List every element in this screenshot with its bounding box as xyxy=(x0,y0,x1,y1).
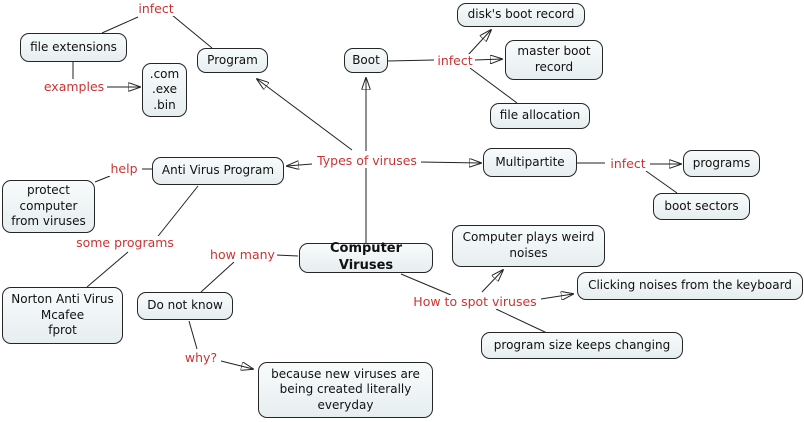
node-file-allocation[interactable]: file allocation xyxy=(490,103,590,129)
link-label-infect-program[interactable]: infect xyxy=(135,2,177,16)
node-file-extensions[interactable]: file extensions xyxy=(20,33,127,62)
node-do-not-know[interactable]: Do not know xyxy=(137,292,233,320)
edge-arrow-infect-to-master-boot-record xyxy=(474,59,502,60)
node-boot[interactable]: Boot xyxy=(344,48,388,73)
node-anti-virus-program[interactable]: Anti Virus Program xyxy=(152,157,284,185)
link-label-examples[interactable]: examples xyxy=(41,80,107,94)
edge-line-infect-to-file-allocation xyxy=(469,67,518,104)
node-program-size[interactable]: program size keeps changing xyxy=(481,332,683,359)
node-programs[interactable]: programs xyxy=(683,150,760,177)
edge-line-do-not-know-to-why xyxy=(188,320,198,350)
node-norton-mcafee[interactable]: Norton Anti Virus Mcafee fprot xyxy=(2,287,123,344)
edge-arrow-spot-to-clicking-noises xyxy=(540,294,573,299)
edge-line-boot-to-infect xyxy=(387,59,435,62)
edge-line-anti-virus-to-some-programs xyxy=(154,185,199,241)
edge-arrow-types-to-program xyxy=(257,79,353,151)
edge-arrow-why-to-because xyxy=(220,360,253,369)
edge-line-how-many-to-do-not-know xyxy=(200,261,235,293)
link-label-infect-boot[interactable]: infect xyxy=(435,54,475,68)
edge-arrow-types-to-multipartite xyxy=(419,162,481,163)
node-multipartite[interactable]: Multipartite xyxy=(483,148,577,177)
link-label-how-to-spot-viruses[interactable]: How to spot viruses xyxy=(409,295,541,309)
edge-line-how-many-to-computer-viruses xyxy=(275,254,299,257)
edge-line-computer-viruses-to-spot xyxy=(400,273,452,296)
node-computer-viruses[interactable]: Computer Viruses xyxy=(299,241,433,273)
edge-arrow-types-to-anti-virus xyxy=(287,164,313,166)
node-program[interactable]: Program xyxy=(197,48,268,73)
link-label-infect-multipartite[interactable]: infect xyxy=(606,157,650,171)
edge-line-infect-to-boot-sectors xyxy=(645,170,678,194)
node-clicking-noises[interactable]: Clicking noises from the keyboard xyxy=(577,272,803,300)
edge-line-spot-to-program-size xyxy=(495,308,548,334)
link-label-help[interactable]: help xyxy=(106,162,142,176)
edge-arrow-infect-to-disks-boot-record xyxy=(467,30,491,56)
edge-arrow-spot-to-weird-noises xyxy=(481,270,503,293)
node-boot-sectors[interactable]: boot sectors xyxy=(653,193,750,220)
node-because-new[interactable]: because new viruses are being created li… xyxy=(258,362,433,418)
link-label-types-of-viruses[interactable]: Types of viruses xyxy=(313,154,421,168)
edge-line-infect-to-program xyxy=(171,14,213,49)
link-label-how-many[interactable]: how many xyxy=(208,248,277,262)
link-label-why[interactable]: why? xyxy=(181,351,221,365)
edge-line-some-programs-to-norton xyxy=(86,251,129,288)
node-protect-computer[interactable]: protect computer from viruses xyxy=(2,180,95,233)
node-plays-weird-noises[interactable]: Computer plays weird noises xyxy=(452,225,605,267)
link-label-some-programs[interactable]: some programs xyxy=(74,236,176,250)
node-master-boot-record[interactable]: master boot record xyxy=(505,40,603,80)
edge-line-protect-to-help xyxy=(94,175,111,183)
edge-line-infect-to-file-extensions xyxy=(101,16,139,34)
node-extension-examples[interactable]: .com .exe .bin xyxy=(142,63,187,117)
node-disks-boot-record[interactable]: disk's boot record xyxy=(457,3,585,27)
